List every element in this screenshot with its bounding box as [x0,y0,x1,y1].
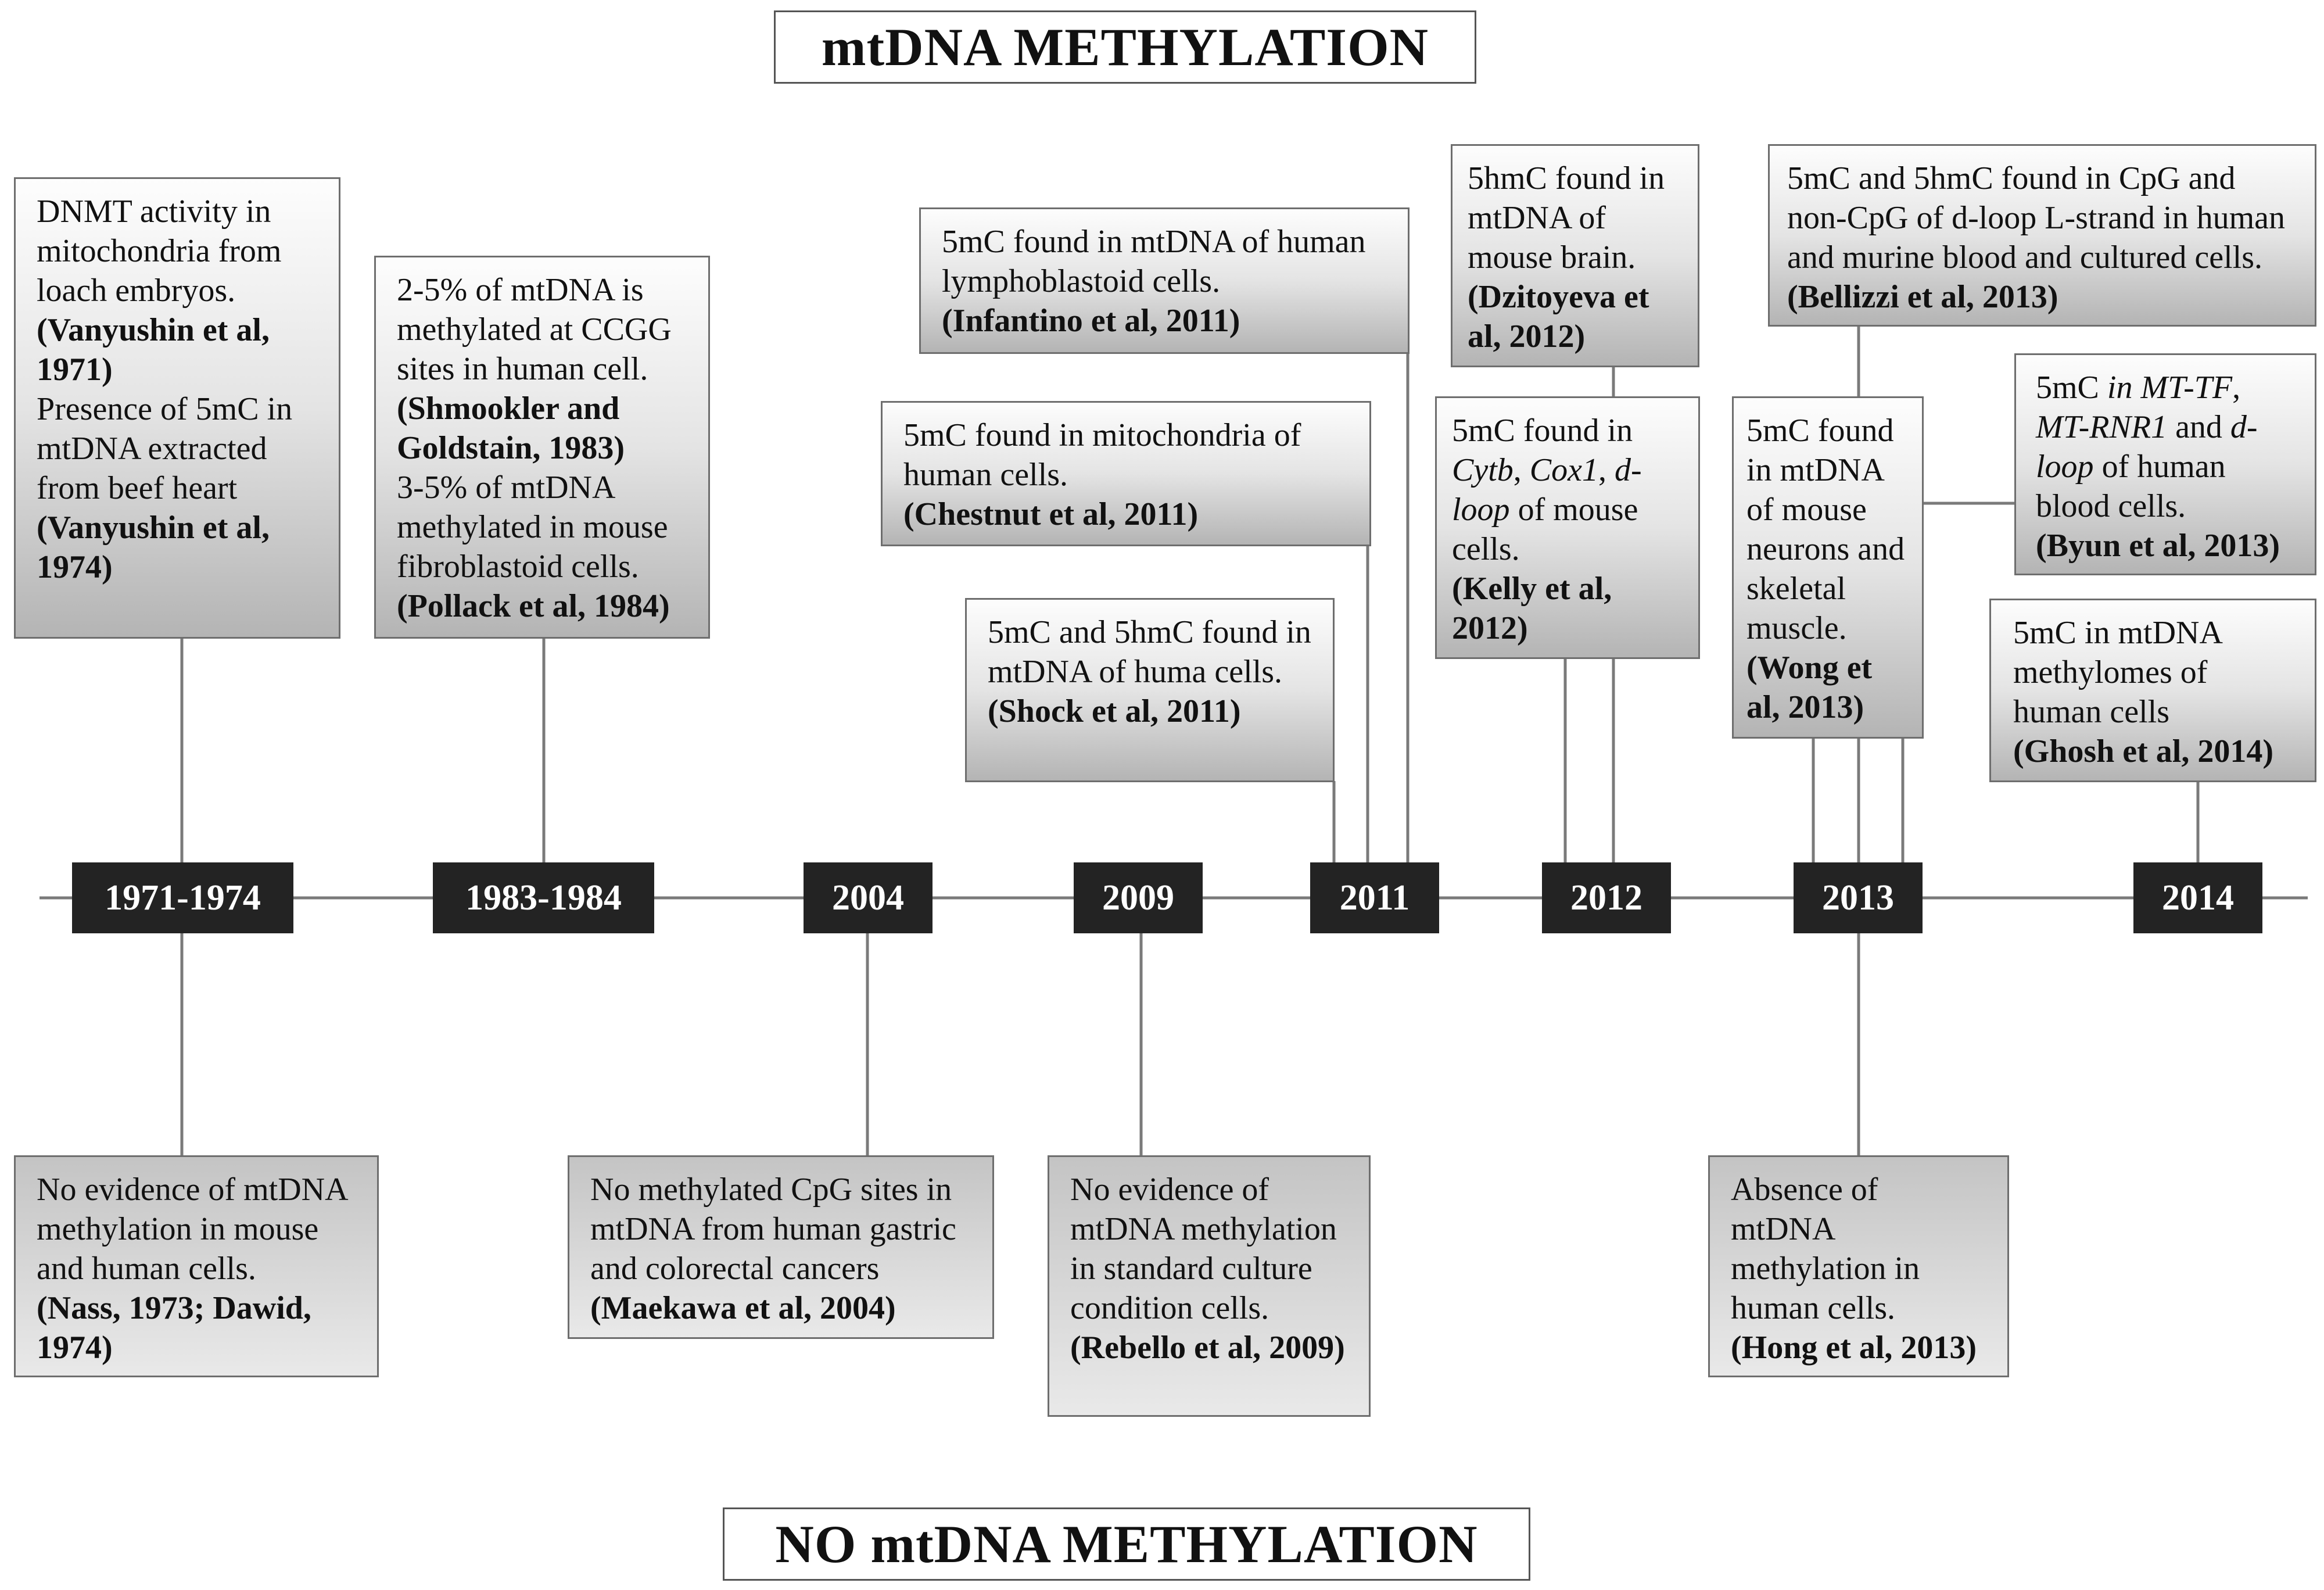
finding-text-part: 5mC [2036,370,2099,406]
finding-text: Absence of mtDNA methylation in human ce… [1731,1172,1920,1326]
citation: (Vanyushin et al, 1974) [37,510,270,585]
gene-cytb: Cytb [1452,452,1514,488]
separator: , [1598,452,1606,488]
citation: (Shock et al, 2011) [988,693,1241,729]
citation: (Ghosh et al, 2014) [2013,733,2273,769]
finding-text: 5mC and 5hmC found in CpG and non-CpG of… [1787,160,2285,275]
title-mtdna-methylation: mtDNA METHYLATION [774,10,1476,84]
finding-text: Presence of 5mC in mtDNA extracted from … [37,391,293,506]
gene-d-loop: d-loop [1452,452,1642,528]
finding-kelly: 5mC found in Cytb, Cox1, d-loop of mouse… [1435,396,1700,659]
finding-infantino: 5mC found in mtDNA of human lymphoblasto… [919,207,1410,354]
year-marker-2013: 2013 [1794,862,1923,933]
finding-byun: 5mC in MT-TF, MT-RNR1 and d-loop of huma… [2014,353,2316,575]
finding-text: 5mC found in mtDNA of human lymphoblasto… [942,224,1366,299]
citation: (Dzitoyeva et al, 2012) [1468,279,1649,354]
finding-vanyushin: DNMT activity in mitochondria from loach… [14,177,340,639]
finding-maekawa: No methylated CpG sites in mtDNA from hu… [568,1155,994,1339]
finding-text-part: 5mC found in [1452,413,1633,449]
citation: (Vanyushin et al, 1971) [37,312,270,388]
gene-d-loop: d-loop [2036,409,2258,485]
finding-shock: 5mC and 5hmC found in mtDNA of huma cell… [965,598,1335,782]
citation: (Kelly et al, 2012) [1452,571,1612,646]
finding-text: 5mC in mtDNA methylomes of human cells [2013,615,2221,730]
year-marker-1971-1974: 1971-1974 [72,862,293,933]
finding-text: 5mC found in mtDNA of mouse neurons and … [1746,413,1905,646]
separator: , [2232,370,2241,406]
citation: (Maekawa et al, 2004) [590,1290,896,1326]
gene-mt-rnr1: MT-RNR1 [2036,409,2168,445]
finding-text: 3-5% of mtDNA methylated in mouse fibrob… [397,470,668,585]
citation: (Wong et al, 2013) [1746,650,1873,725]
finding-text: 5mC in MT-TF, MT-RNR1 and d-loop of huma… [2036,368,2295,526]
finding-text: 2-5% of mtDNA is methylated at CCGG site… [397,272,672,387]
finding-chestnut: 5mC found in mitochondria of human cells… [881,401,1371,546]
year-marker-2012: 2012 [1542,862,1671,933]
citation: (Chestnut et al, 2011) [903,496,1199,532]
finding-text-part: and [2175,409,2222,445]
year-marker-2011: 2011 [1310,862,1439,933]
finding-nass: No evidence of mtDNA methylation in mous… [14,1155,379,1377]
citation: (Nass, 1973; Dawid, 1974) [37,1290,311,1366]
finding-text: DNMT activity in mitochondria from loach… [37,194,282,309]
separator: , [1513,452,1522,488]
finding-ghosh: 5mC in mtDNA methylomes of human cells (… [1989,599,2316,782]
finding-shmookler: 2-5% of mtDNA is methylated at CCGG site… [374,256,710,639]
citation: (Byun et al, 2013) [2036,528,2280,564]
finding-text: 5mC and 5hmC found in mtDNA of huma cell… [988,614,1311,690]
citation: (Bellizzi et al, 2013) [1787,279,2058,315]
finding-rebello: No evidence of mtDNA methylation in stan… [1048,1155,1371,1417]
finding-text: 5mC found in mitochondria of human cells… [903,417,1301,493]
year-marker-2014: 2014 [2133,862,2262,933]
year-marker-2004: 2004 [804,862,933,933]
year-marker-2009: 2009 [1074,862,1203,933]
title-no-mtdna-methylation: NO mtDNA METHYLATION [723,1507,1530,1581]
year-marker-1983-1984: 1983-1984 [433,862,654,933]
citation: (Shmookler and Goldstain, 1983) [397,391,625,466]
citation: (Rebello et al, 2009) [1070,1330,1345,1366]
finding-text-part: of human blood cells. [2036,449,2226,524]
finding-text: No evidence of mtDNA methylation in stan… [1070,1172,1337,1326]
finding-text: No evidence of mtDNA methylation in mous… [37,1172,347,1287]
gene-cox1: Cox1 [1529,452,1598,488]
finding-text: No methylated CpG sites in mtDNA from hu… [590,1172,956,1287]
gene-mt-tf: in MT-TF [2107,370,2233,406]
citation: (Infantino et al, 2011) [942,303,1240,339]
finding-text-part: of mouse cells. [1452,492,1638,567]
finding-bellizzi: 5mC and 5hmC found in CpG and non-CpG of… [1768,144,2316,327]
citation: (Hong et al, 2013) [1731,1330,1977,1366]
finding-wong: 5mC found in mtDNA of mouse neurons and … [1732,396,1924,739]
finding-text: 5hmC found in mtDNA of mouse brain. [1468,160,1665,275]
finding-hong: Absence of mtDNA methylation in human ce… [1708,1155,2009,1377]
citation: (Pollack et al, 1984) [397,588,670,624]
finding-text: 5mC found in Cytb, Cox1, d-loop of mouse… [1452,411,1683,569]
finding-dzitoyeva: 5hmC found in mtDNA of mouse brain. (Dzi… [1451,144,1699,367]
